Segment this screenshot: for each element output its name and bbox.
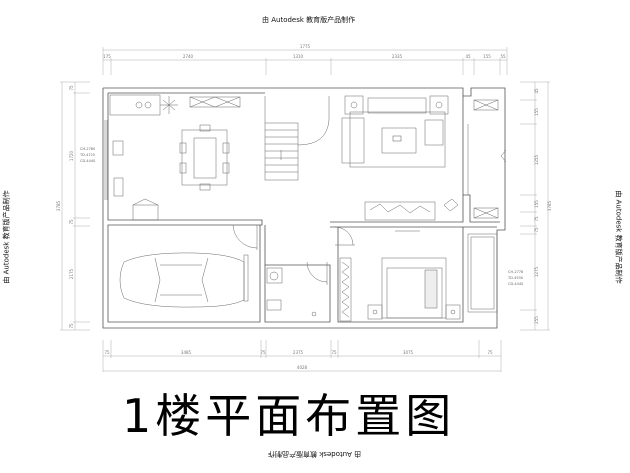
garage-car	[119, 224, 258, 308]
floor-drain-icon	[311, 311, 317, 317]
note-left: CD-4440	[80, 159, 95, 163]
dim-top: 175	[103, 54, 111, 59]
lamp-icon	[350, 101, 358, 109]
dim-bottom: 75	[260, 350, 266, 355]
dim-left-total: 3785	[56, 200, 61, 211]
dim-left: 75	[69, 219, 74, 225]
dim-right: 155	[534, 200, 539, 208]
room-notes: CH-2780 TD-4725 CD-4440 CH-2778 TD-4530 …	[79, 147, 523, 286]
dim-right: 155	[534, 108, 539, 116]
dim-right: 75	[534, 227, 539, 233]
stove-burner-icon	[144, 101, 152, 109]
dim-bottom: 75	[487, 350, 493, 355]
toilet-icon	[266, 299, 282, 311]
dim-bottom: 3075	[403, 350, 414, 355]
note-right: TD-4530	[507, 276, 523, 280]
dim-bottom-total: 4028	[297, 365, 308, 370]
dining-table	[179, 124, 230, 191]
armchair	[424, 119, 444, 146]
bedroom	[334, 226, 461, 322]
wardrobe	[339, 257, 352, 322]
walls	[102, 87, 506, 329]
stove-burner-icon	[135, 101, 143, 109]
dim-top: 1310	[293, 54, 304, 59]
dim-left: 75	[69, 85, 74, 91]
washbasin-icon	[266, 267, 283, 284]
dim-top: 45	[465, 54, 471, 59]
dim-right: 255	[534, 316, 539, 324]
dim-right: 45	[534, 88, 539, 94]
dim-bottom: 75	[104, 350, 110, 355]
dim-left: 1720	[69, 150, 74, 161]
lamp-icon	[435, 101, 443, 109]
dim-top: 2740	[183, 54, 194, 59]
plant-icon	[160, 96, 178, 114]
watermark-top: 由 Autodesk 教育版产品制作	[262, 16, 356, 24]
dim-left: 75	[69, 323, 74, 329]
tv-cabinet	[364, 201, 436, 221]
dimension-labels: 1775 175 2740 1310 2335 45 155 55 75 348…	[56, 44, 552, 370]
dimension-lines	[60, 47, 550, 372]
sofa	[341, 117, 365, 164]
dim-right: 1255	[534, 154, 539, 165]
living-room-furniture	[341, 95, 507, 221]
dim-bottom: 3485	[181, 350, 192, 355]
note-right: CH-2778	[508, 270, 523, 274]
note-left: TD-4725	[79, 153, 95, 157]
dim-right: 1275	[534, 266, 539, 277]
note-right: CD-4440	[508, 282, 523, 286]
kitchen	[109, 94, 241, 221]
staircase	[264, 96, 330, 181]
dim-top-total: 1775	[300, 44, 311, 49]
dim-right-total: 3785	[547, 200, 552, 211]
sink-icon	[113, 177, 124, 197]
dim-top: 155	[483, 54, 491, 59]
dim-top: 55	[500, 54, 506, 59]
dim-bottom: 75	[331, 350, 337, 355]
coffee-table	[381, 127, 417, 154]
dim-bottom: 2375	[293, 350, 304, 355]
dim-left: 2175	[69, 268, 74, 279]
sofa	[367, 97, 427, 114]
bathroom	[266, 261, 328, 317]
dim-right: 75	[534, 216, 539, 222]
page-title: 1楼平面布置图	[122, 389, 456, 443]
note-left: CH-2780	[80, 147, 95, 151]
dim-top: 2335	[392, 54, 403, 59]
